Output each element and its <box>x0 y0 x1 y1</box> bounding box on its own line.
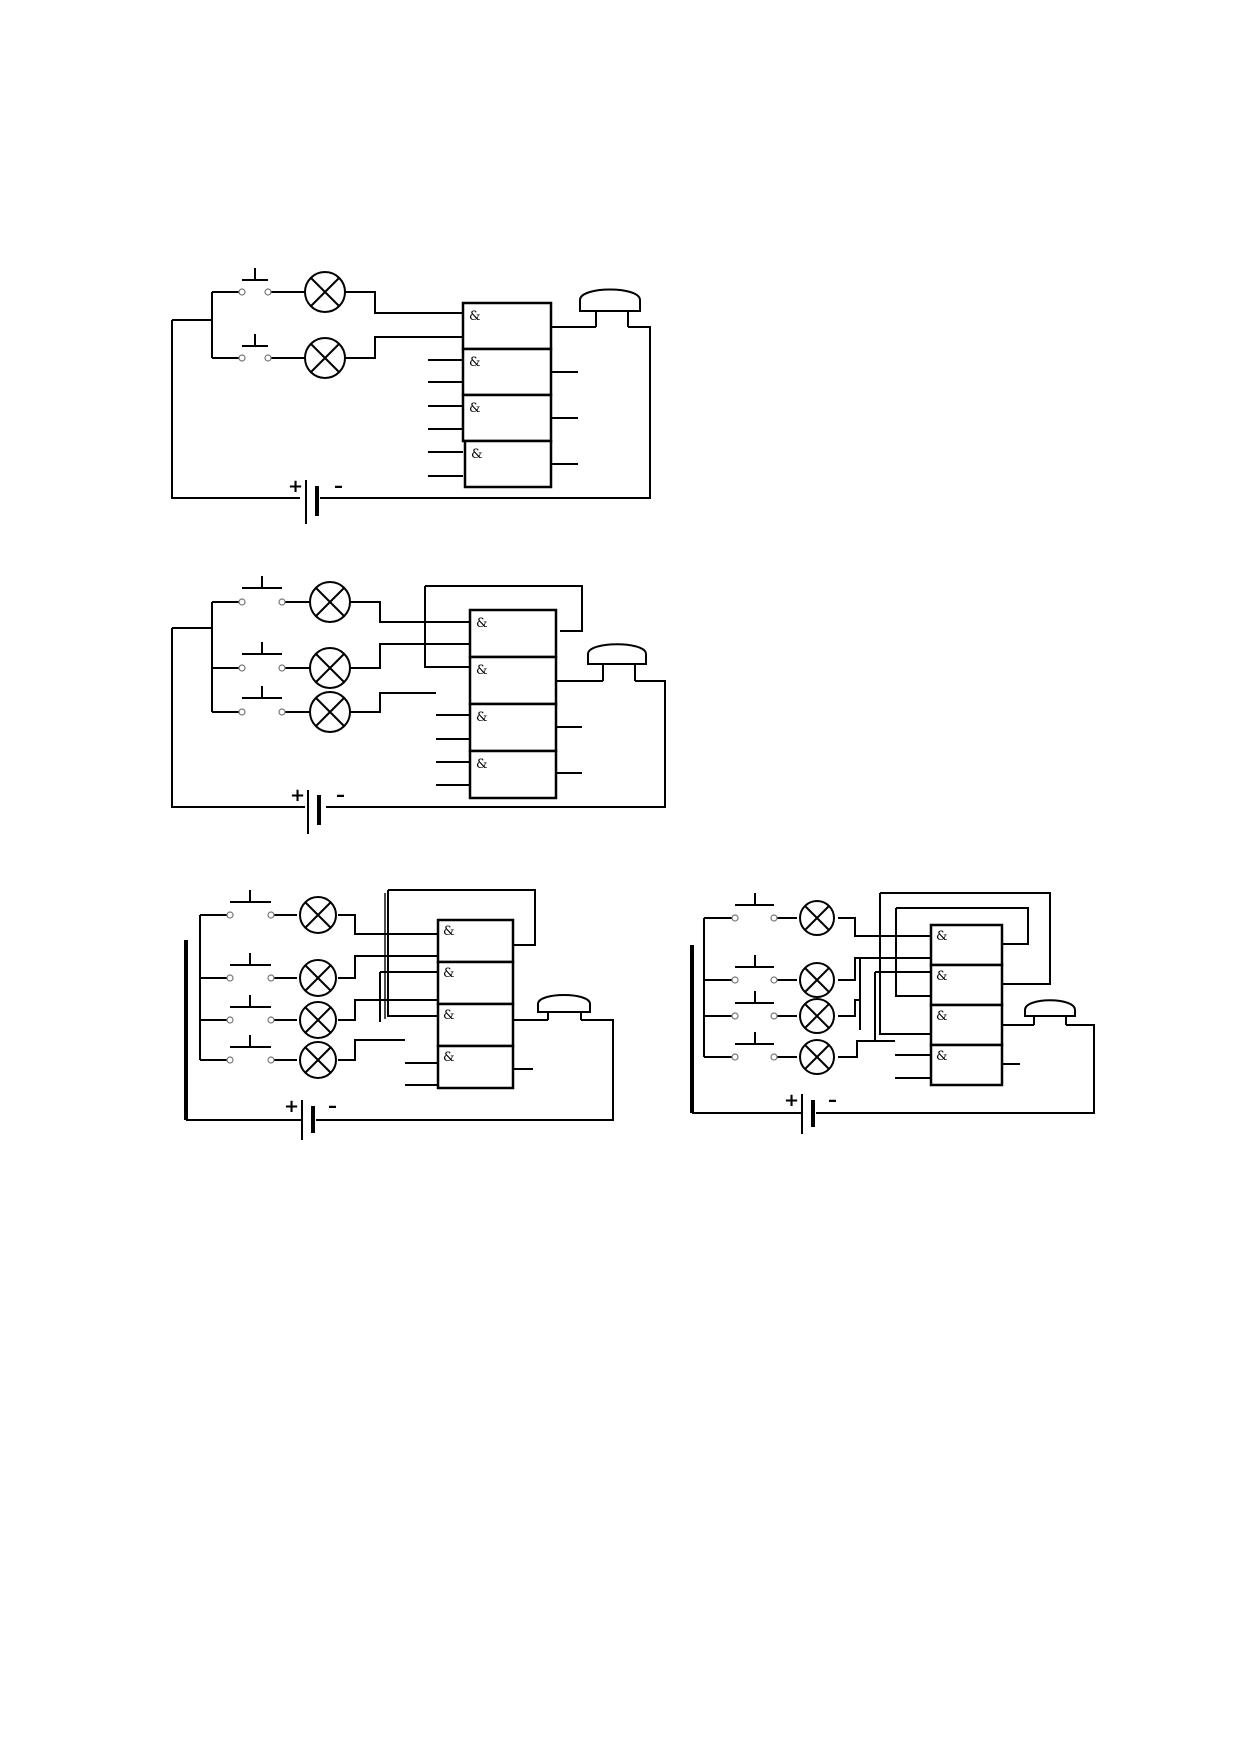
gate-label: & <box>476 616 488 631</box>
battery-icon <box>801 1094 815 1134</box>
gate-label: & <box>476 710 488 725</box>
and-gate <box>436 918 515 964</box>
battery-plus-label: + <box>284 1096 299 1117</box>
lamp-icon <box>304 271 346 313</box>
lamp-icon <box>299 959 337 997</box>
and-gate <box>468 749 558 800</box>
lamp-icon <box>309 581 351 623</box>
push-button <box>731 893 778 922</box>
and-gate <box>929 1043 1004 1087</box>
gate-label: & <box>443 1008 455 1023</box>
lamp-icon <box>799 1039 835 1075</box>
gate-label: & <box>476 663 488 678</box>
gate-label: & <box>936 969 948 984</box>
gate-label: & <box>936 1049 948 1064</box>
push-button <box>731 991 778 1020</box>
circuit-two-buttons: & & & & + – <box>171 268 651 524</box>
and-gate <box>463 439 553 489</box>
and-gate <box>436 1044 515 1090</box>
push-button <box>238 576 286 606</box>
push-button <box>226 995 275 1024</box>
gate-label: & <box>471 447 483 462</box>
buzzer-icon <box>1024 999 1076 1025</box>
push-button <box>226 953 275 982</box>
lamp-icon <box>299 896 337 934</box>
gate-label: & <box>476 757 488 772</box>
push-button <box>226 890 275 919</box>
gate-label: & <box>443 1050 455 1065</box>
battery-plus-label: + <box>784 1090 799 1111</box>
buzzer-icon <box>587 643 647 681</box>
lamp-icon <box>309 647 351 689</box>
gate-label: & <box>469 355 481 370</box>
push-button <box>238 686 286 716</box>
gate-label: & <box>443 924 455 939</box>
battery-plus-label: + <box>288 476 303 497</box>
battery-icon <box>305 480 319 524</box>
gate-label: & <box>469 309 481 324</box>
battery-minus-label: – <box>828 1090 837 1111</box>
gate-label: & <box>936 929 948 944</box>
push-button <box>731 955 778 984</box>
circuit-four-buttons-b: & & & & + – <box>690 892 1095 1134</box>
and-gate <box>461 347 553 397</box>
and-gate <box>461 393 553 443</box>
gate-label: & <box>443 966 455 981</box>
push-button <box>238 268 272 296</box>
and-gate <box>929 963 1004 1007</box>
circuit-three-buttons: & & & & + – <box>171 576 666 834</box>
battery-minus-label: – <box>336 785 345 806</box>
lamp-icon <box>299 1041 337 1079</box>
buzzer-icon <box>579 288 641 327</box>
battery-minus-label: – <box>334 476 343 497</box>
push-button <box>731 1032 778 1061</box>
battery-minus-label: – <box>328 1096 337 1117</box>
and-gate <box>929 1003 1004 1047</box>
gate-label: & <box>469 401 481 416</box>
push-button <box>238 334 272 362</box>
lamp-icon <box>799 962 835 998</box>
lamp-icon <box>309 691 351 733</box>
battery-plus-label: + <box>290 785 305 806</box>
gate-label: & <box>936 1009 948 1024</box>
and-gate <box>929 923 1004 967</box>
battery-icon <box>307 790 321 834</box>
lamp-icon <box>299 1001 337 1039</box>
buzzer-icon <box>537 994 591 1020</box>
circuit-four-buttons-a: & & & & + – <box>184 889 614 1140</box>
battery-icon <box>301 1100 315 1140</box>
lamp-icon <box>799 998 835 1034</box>
lamp-icon <box>799 900 835 936</box>
push-button <box>226 1035 275 1064</box>
lamp-icon <box>304 337 346 379</box>
push-button <box>238 642 286 672</box>
